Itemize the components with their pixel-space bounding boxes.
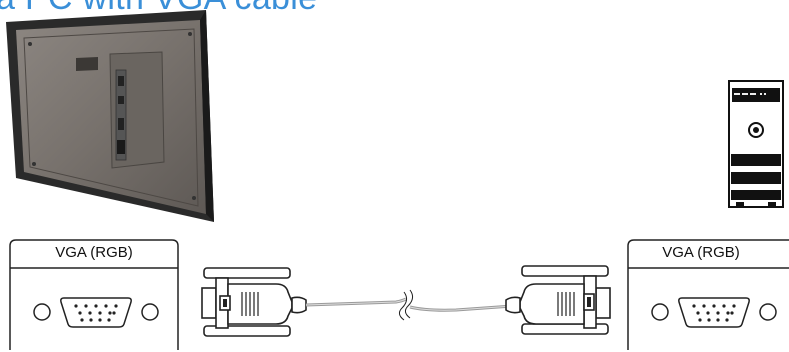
right-vga-female-port: [646, 292, 782, 332]
left-vga-female-port: [28, 292, 164, 332]
monitor-back-image: [0, 0, 240, 240]
right-vga-port-panel: VGA (RGB): [626, 238, 789, 350]
right-cable-connector: [506, 266, 610, 334]
pc-tower-image: [728, 80, 784, 210]
left-port-label: VGA (RGB): [8, 244, 180, 261]
right-port-label: VGA (RGB): [626, 244, 776, 261]
left-vga-port-panel: VGA (RGB): [8, 238, 180, 350]
vga-cable: [196, 262, 616, 352]
left-cable-connector: [202, 268, 306, 336]
